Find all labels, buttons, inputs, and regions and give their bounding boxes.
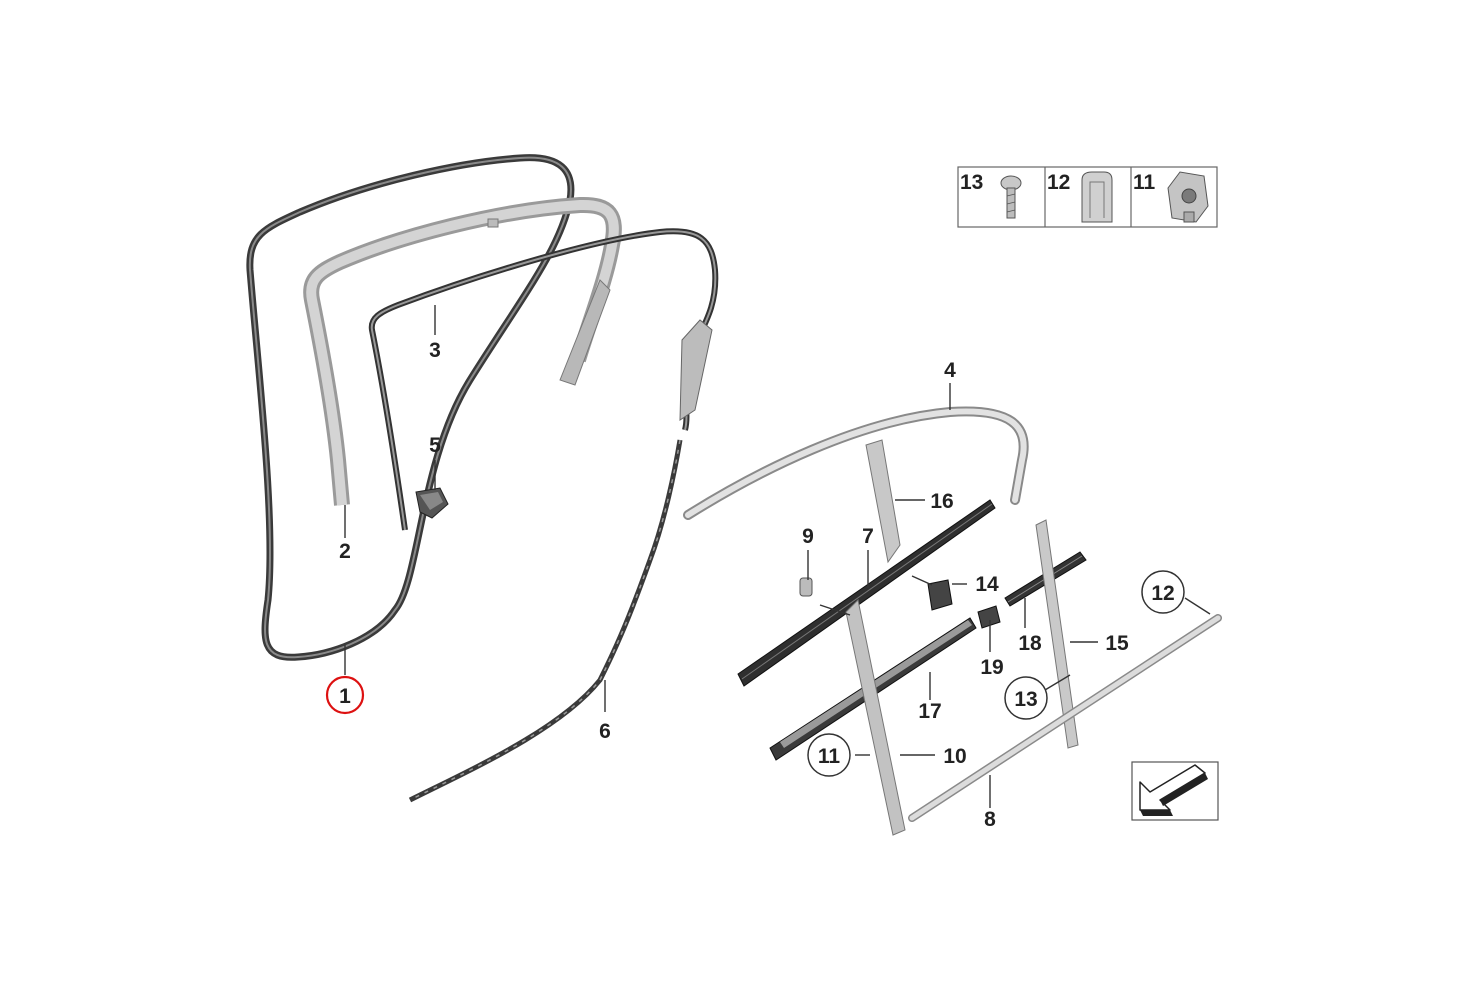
callout-6[interactable]: 6: [599, 720, 611, 743]
small-parts-legend: 13 12 11: [957, 166, 1218, 228]
clip-icon: [1081, 171, 1113, 223]
callout-4[interactable]: 4: [944, 359, 956, 382]
leader-lines: [344, 305, 1211, 808]
part-9-clip[interactable]: [799, 577, 813, 597]
callout-15[interactable]: 15: [1105, 632, 1129, 655]
callout-17[interactable]: 17: [918, 700, 941, 723]
svg-text:12: 12: [1151, 582, 1174, 605]
callout-16[interactable]: 16: [930, 490, 953, 513]
legend-label-11: 11: [1133, 171, 1156, 194]
part-3-channel-seal[interactable]: [368, 228, 719, 531]
part-19-clip[interactable]: [977, 605, 1001, 629]
part-6-lower-seal[interactable]: [408, 439, 683, 803]
svg-text:11: 11: [818, 745, 841, 768]
part-8-lower-strip[interactable]: [908, 614, 1222, 822]
callout-13[interactable]: 13: [1004, 676, 1048, 720]
retainer-clip-icon: [1167, 171, 1209, 223]
legend-label-13: 13: [960, 171, 983, 194]
part-5-bracket[interactable]: [415, 487, 449, 519]
part-10-pillar-trim[interactable]: [845, 598, 906, 836]
callout-9[interactable]: 9: [802, 525, 814, 548]
svg-text:1: 1: [339, 685, 351, 708]
part-2-frame-seal[interactable]: [303, 196, 622, 506]
screw-icon: [1000, 175, 1022, 219]
callout-1[interactable]: 1: [325, 675, 365, 715]
part-1-door-seal[interactable]: [246, 154, 575, 661]
callout-14[interactable]: 14: [975, 573, 999, 596]
callout-18[interactable]: 18: [1018, 632, 1042, 655]
direction-arrow-icon: [1131, 761, 1219, 821]
legend-label-12: 12: [1047, 171, 1070, 194]
callout-19[interactable]: 19: [980, 656, 1003, 679]
part-4-arched-trim[interactable]: [683, 406, 1029, 520]
callout-12[interactable]: 12: [1141, 570, 1185, 614]
callout-7[interactable]: 7: [862, 525, 874, 548]
callout-3[interactable]: 3: [429, 339, 441, 362]
part-15-pillar-trim[interactable]: [1035, 519, 1079, 749]
callout-2[interactable]: 2: [339, 540, 351, 563]
callout-5[interactable]: 5: [429, 434, 441, 457]
callout-11[interactable]: 11: [807, 733, 851, 777]
part-16-pillar-cover[interactable]: [865, 439, 901, 564]
svg-text:13: 13: [1014, 688, 1037, 711]
part-7-window-scraper[interactable]: [737, 499, 996, 687]
callout-8[interactable]: 8: [984, 808, 996, 831]
callout-10[interactable]: 10: [943, 745, 966, 768]
part-14-clip[interactable]: [927, 579, 953, 611]
